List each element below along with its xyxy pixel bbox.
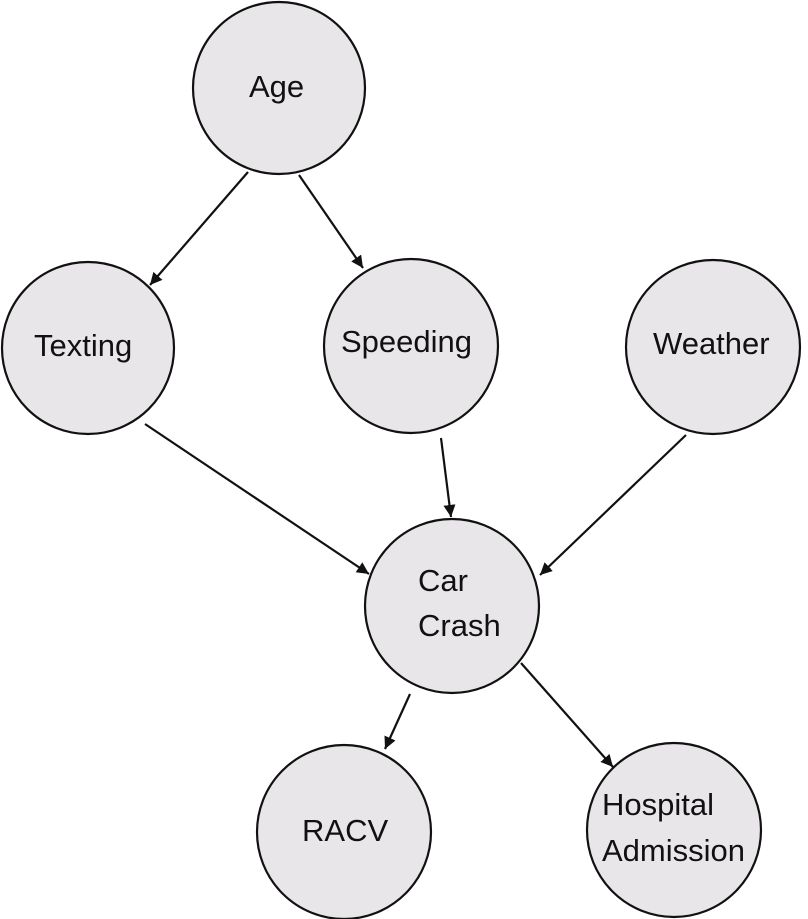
node-speeding-label: Speeding [341, 324, 472, 359]
node-hospital-admission: Hospital Admission [585, 741, 763, 919]
edge-weather-car-crash [539, 434, 687, 576]
node-car-crash-label: Car Crash [418, 563, 501, 643]
edge-car-crash-hospital [520, 662, 614, 768]
node-weather-label: Weather [653, 326, 770, 361]
edges [144, 171, 687, 768]
node-car-crash: Car Crash [363, 517, 541, 695]
edge-car-crash-racv [383, 693, 412, 750]
edge-age-speeding [298, 174, 364, 269]
node-racv-circle [255, 743, 433, 919]
edge-age-texting [149, 171, 249, 286]
node-racv-label: RACV [302, 813, 388, 848]
node-weather-circle [624, 258, 802, 436]
node-hospital-label: Hospital Admission [602, 787, 745, 868]
node-racv: RACV [255, 743, 433, 919]
node-weather: Weather [624, 258, 802, 436]
node-texting-circle [0, 260, 176, 436]
node-age-label: Age [249, 69, 304, 104]
node-age-circle [191, 0, 367, 176]
edge-speeding-car-crash [439, 437, 456, 518]
node-car-crash-circle [363, 517, 541, 695]
node-texting-label: Texting [34, 328, 132, 363]
node-speeding-circle [322, 257, 500, 435]
node-age: Age [191, 0, 367, 176]
node-texting: Texting [0, 260, 176, 436]
node-hospital-circle [585, 741, 763, 919]
edge-texting-car-crash [144, 423, 370, 575]
node-speeding: Speeding [322, 257, 500, 435]
